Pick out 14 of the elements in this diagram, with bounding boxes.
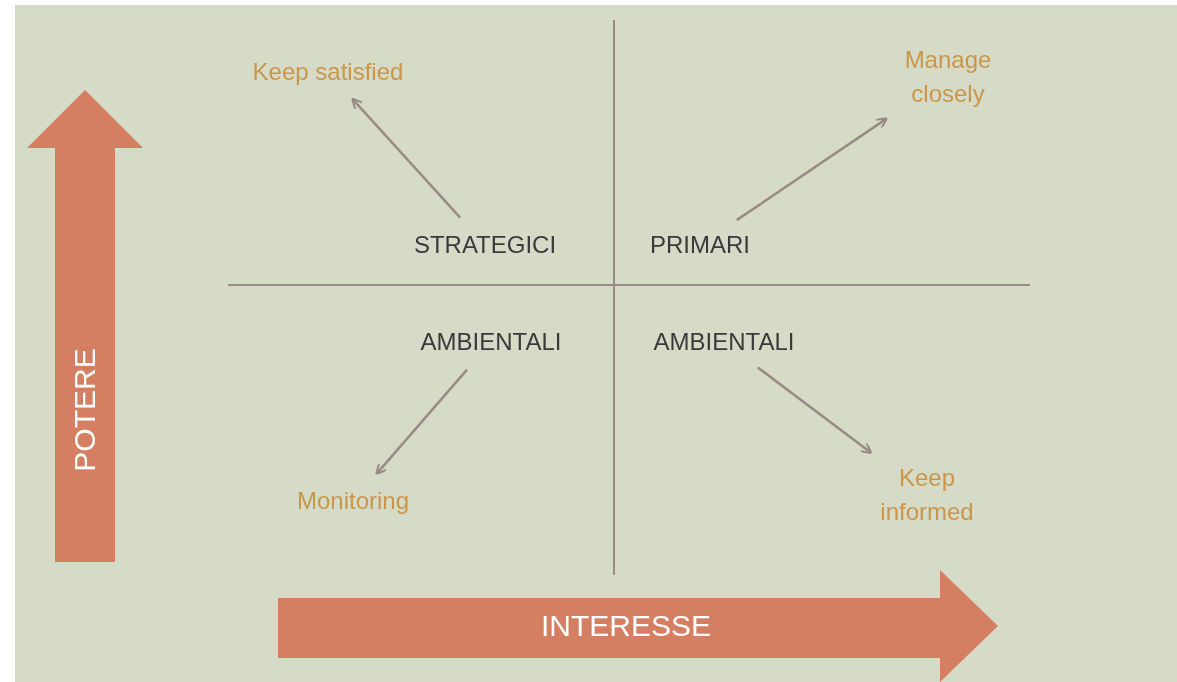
quadrant-label: AMBIENTALI — [420, 325, 562, 359]
axis-label: POTERE — [68, 348, 102, 472]
arrow — [351, 97, 462, 219]
quadrant-label: STRATEGICI — [413, 228, 557, 262]
strategy-label: Keep satisfied — [252, 55, 404, 89]
strategy-label: Manage closely — [888, 43, 1008, 111]
quadrant-label: AMBIENTALI — [653, 325, 795, 359]
strategy-label: Monitoring — [296, 484, 410, 518]
arrow — [375, 368, 468, 476]
arrow — [735, 117, 889, 222]
quadrant-label: PRIMARI — [650, 228, 750, 262]
strategy-label: Keep informed — [867, 461, 987, 529]
axis-label: INTERESSE — [540, 609, 711, 643]
arrow — [756, 366, 873, 455]
